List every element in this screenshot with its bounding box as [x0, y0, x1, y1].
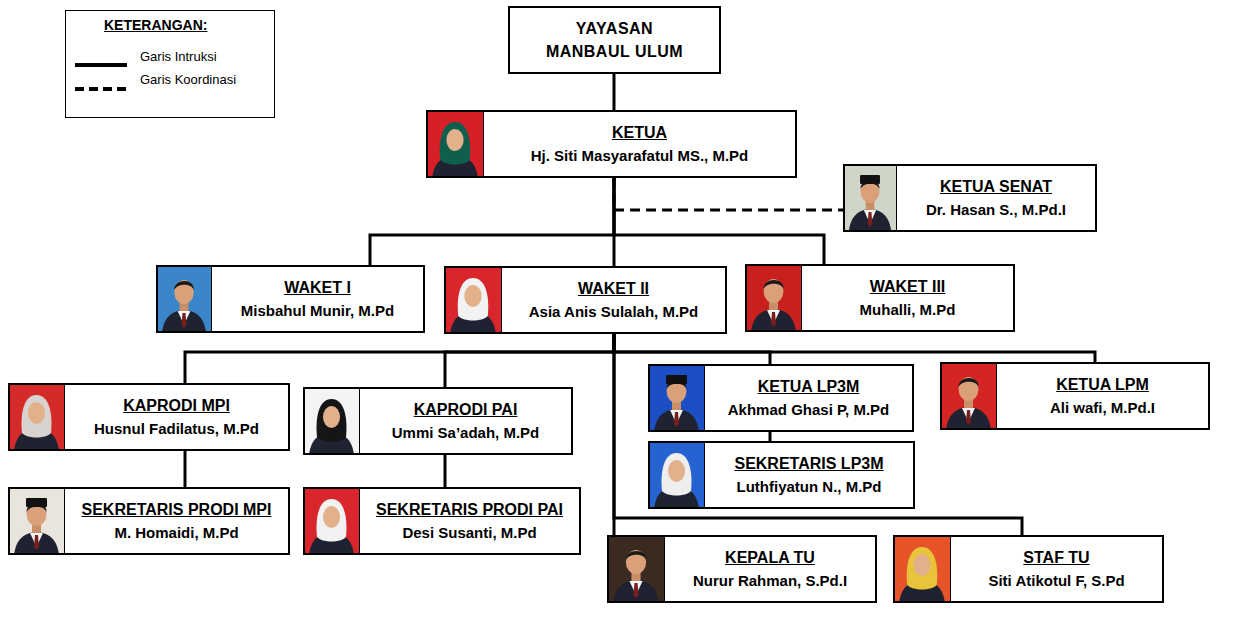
position-box: KETUA LPM Ali wafi, M.Pd.I [940, 362, 1210, 430]
position-title: KAPRODI MPI [123, 396, 230, 415]
text-area: SEKRETARIS PRODI MPI M. Homaidi, M.Pd [65, 489, 288, 553]
text-area: WAKET III Muhalli, M.Pd [802, 266, 1013, 330]
position-box: WAKET III Muhalli, M.Pd [745, 264, 1015, 332]
text-area: SEKRETARIS LP3M Luthfiyatun N., M.Pd [705, 443, 913, 507]
text-area: WAKET I Misbahul Munir, M.Pd [212, 267, 423, 331]
position-box: SEKRETARIS LP3M Luthfiyatun N., M.Pd [648, 441, 915, 509]
position-title: KETUA [612, 123, 667, 142]
legend-entry: Garis Koordinasi [140, 72, 236, 87]
position-title: WAKET III [870, 277, 946, 296]
position-title: SEKRETARIS LP3M [734, 454, 883, 473]
position-box: WAKET II Asia Anis Sulalah, M.Pd [444, 266, 727, 334]
instruction-line [769, 432, 772, 441]
person-name: Ali wafi, M.Pd.I [1050, 399, 1155, 417]
position-box: KAPRODI PAI Ummi Sa’adah, M.Pd [303, 387, 573, 455]
text-area: KEPALA TU Nurur Rahman, S.Pd.I [665, 537, 875, 601]
legend-box [66, 11, 275, 118]
position-box: SEKRETARIS PRODI PAI Desi Susanti, M.Pd [303, 487, 581, 555]
text-area: YAYASAN MANBAUL ULUM [510, 8, 719, 72]
text-area: SEKRETARIS PRODI PAI Desi Susanti, M.Pd [360, 489, 579, 553]
text-area: KETUA Hj. Siti Masyarafatul MS., M.Pd [484, 112, 795, 176]
legend-entry: Garis Intruksi [140, 49, 217, 64]
person-name: Nurur Rahman, S.Pd.I [693, 572, 847, 590]
coordination-line [614, 178, 843, 210]
legend-dashed-line [75, 87, 127, 91]
person-name: Dr. Hasan S., M.Pd.I [926, 201, 1066, 219]
text-area: STAF TU Siti Atikotul F, S.Pd [951, 537, 1162, 601]
person-name: Muhalli, M.Pd [860, 301, 956, 319]
position-box: WAKET I Misbahul Munir, M.Pd [156, 265, 425, 333]
instruction-line [613, 74, 616, 110]
text-area: KETUA SENAT Dr. Hasan S., M.Pd.I [897, 166, 1095, 230]
person-name: Husnul Fadilatus, M.Pd [94, 420, 259, 438]
person-name: Luthfiyatun N., M.Pd [737, 478, 882, 496]
text-area: KETUA LP3M Akhmad Ghasi P, M.Pd [705, 366, 912, 430]
person-name: Akhmad Ghasi P, M.Pd [728, 401, 889, 419]
person-name: Siti Atikotul F, S.Pd [988, 572, 1124, 590]
instruction-line [614, 334, 1095, 362]
position-title: KETUA SENAT [940, 177, 1052, 196]
foundation-name: YAYASAN MANBAUL ULUM [540, 17, 690, 63]
position-box: KETUA SENAT Dr. Hasan S., M.Pd.I [843, 164, 1097, 232]
position-title: KETUA LPM [1056, 375, 1149, 394]
person-name: Desi Susanti, M.Pd [402, 524, 536, 542]
legend-solid-line [75, 63, 127, 67]
instruction-line [444, 455, 447, 487]
position-title: KEPALA TU [725, 548, 815, 567]
position-title: STAF TU [1023, 548, 1089, 567]
person-name: Asia Anis Sulalah, M.Pd [529, 303, 698, 321]
instruction-line [185, 334, 614, 383]
position-title: WAKET II [578, 279, 649, 298]
position-box: SEKRETARIS PRODI MPI M. Homaidi, M.Pd [8, 487, 290, 555]
text-area: WAKET II Asia Anis Sulalah, M.Pd [502, 268, 725, 332]
person-name: M. Homaidi, M.Pd [114, 524, 238, 542]
person-name: Misbahul Munir, M.Pd [241, 302, 394, 320]
instruction-line [445, 334, 614, 387]
instruction-line [614, 334, 770, 364]
position-title: SEKRETARIS PRODI PAI [376, 500, 563, 519]
position-title: KETUA LP3M [758, 377, 860, 396]
text-area: KAPRODI MPI Husnul Fadilatus, M.Pd [65, 385, 288, 449]
legend-heading: KETERANGAN: [104, 17, 207, 33]
text-area: KAPRODI PAI Ummi Sa’adah, M.Pd [360, 389, 571, 453]
position-box: KEPALA TU Nurur Rahman, S.Pd.I [607, 535, 877, 603]
legend-text: Garis Koordinasi [140, 72, 236, 87]
position-box: KAPRODI MPI Husnul Fadilatus, M.Pd [8, 383, 290, 451]
position-box: KETUA Hj. Siti Masyarafatul MS., M.Pd [426, 110, 797, 178]
position-box: STAF TU Siti Atikotul F, S.Pd [893, 535, 1164, 603]
foundation-box: YAYASAN MANBAUL ULUM [508, 6, 721, 74]
instruction-line [370, 178, 614, 265]
position-title: KAPRODI PAI [414, 400, 518, 419]
position-title: WAKET I [284, 278, 351, 297]
person-name: Hj. Siti Masyarafatul MS., M.Pd [531, 147, 749, 165]
instruction-line [184, 451, 187, 487]
position-box: KETUA LP3M Akhmad Ghasi P, M.Pd [648, 364, 914, 432]
text-area: KETUA LPM Ali wafi, M.Pd.I [997, 364, 1208, 428]
position-title: SEKRETARIS PRODI MPI [82, 500, 272, 519]
person-name: Ummi Sa’adah, M.Pd [392, 424, 540, 442]
instruction-line [614, 178, 824, 264]
legend-text: Garis Intruksi [140, 49, 217, 64]
